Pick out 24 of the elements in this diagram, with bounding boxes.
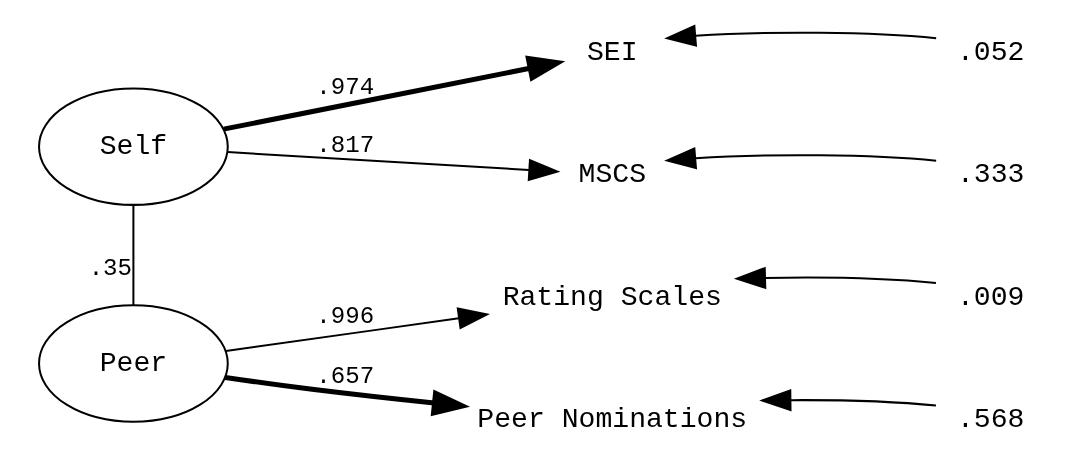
node-text: MSCS	[578, 159, 647, 191]
node-text: .052	[957, 36, 1025, 68]
node-text: SEI	[586, 36, 638, 68]
arrow	[664, 24, 937, 47]
edge-label: .657	[316, 362, 375, 390]
arrow	[759, 388, 937, 412]
arrow	[225, 307, 490, 352]
node-text: Peer Nominations	[477, 404, 748, 436]
arrow	[223, 55, 566, 132]
connector	[132, 205, 135, 306]
arrow	[733, 266, 936, 290]
node-ellipse: Self	[38, 87, 229, 206]
node-ellipse: Peer	[38, 304, 229, 423]
node-text: .009	[957, 281, 1025, 313]
edge-label: .996	[316, 302, 375, 330]
node-text: .568	[957, 404, 1025, 436]
edge-label: .817	[316, 131, 375, 159]
arrow	[664, 147, 937, 170]
node-text: Rating Scales	[502, 281, 722, 313]
arrow	[227, 151, 561, 182]
arrow	[224, 374, 471, 417]
edge-label: .35	[88, 254, 132, 282]
edge-label: .974	[316, 73, 375, 101]
node-text: .333	[957, 159, 1025, 191]
